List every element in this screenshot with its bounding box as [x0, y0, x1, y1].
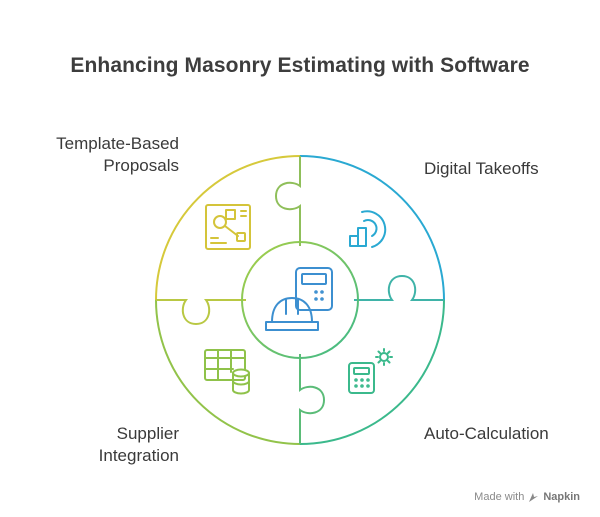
center-ring — [241, 241, 359, 359]
connector-right — [354, 274, 444, 301]
calculator-gear-icon — [348, 348, 393, 394]
napkin-brand: Napkin — [543, 491, 580, 503]
label-template-based-proposals: Template-Based Proposals — [56, 133, 179, 177]
label-line: Digital Takeoffs — [424, 159, 539, 178]
table-database-icon — [204, 349, 250, 395]
label-line: Integration — [98, 446, 179, 465]
segment-arc-digital-takeoffs — [299, 155, 445, 301]
connector-top — [274, 156, 301, 246]
label-line: Proposals — [103, 156, 179, 175]
label-line: Auto-Calculation — [424, 424, 549, 443]
label-digital-takeoffs: Digital Takeoffs — [424, 158, 539, 180]
label-supplier-integration: Supplier Integration — [99, 423, 179, 467]
connector-bottom — [299, 354, 326, 444]
segment-arc-template-based-proposals — [155, 155, 301, 301]
made-with-label: Made with — [474, 491, 525, 503]
segment-arc-auto-calculation — [299, 299, 445, 445]
calculator-hardhat-icon — [265, 267, 333, 331]
label-auto-calculation: Auto-Calculation — [424, 423, 549, 445]
napkin-logo-icon — [529, 492, 539, 502]
label-line: Template-Based — [56, 134, 179, 153]
made-with-napkin: Made with Napkin — [474, 491, 580, 503]
label-line: Supplier — [116, 424, 179, 443]
digital-takeoff-icon — [349, 210, 387, 248]
page-title: Enhancing Masonry Estimating with Softwa… — [70, 54, 530, 77]
proposal-document-icon — [205, 204, 251, 250]
segment-arc-supplier-integration — [155, 299, 301, 445]
connector-left — [156, 299, 246, 326]
